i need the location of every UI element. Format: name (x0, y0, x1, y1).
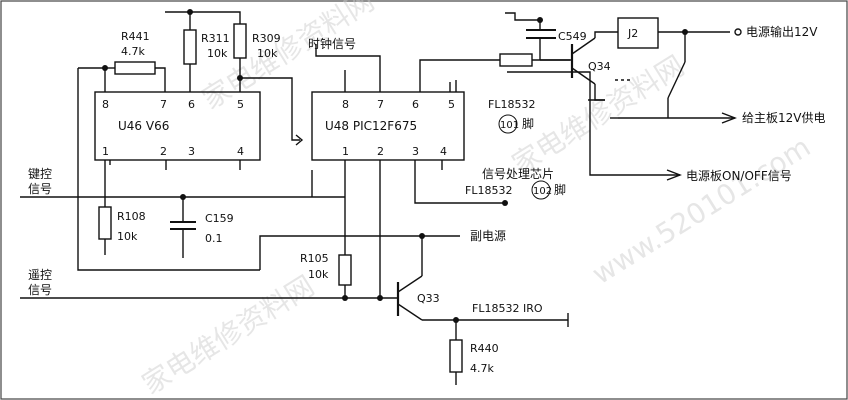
u46-pin-8: 8 (102, 98, 109, 111)
r309-ref: R309 (252, 32, 281, 45)
q34-base-resistor (499, 53, 533, 67)
aux-power-label: 副电源 (470, 229, 506, 243)
r108-ref: R108 (117, 210, 146, 223)
key-signal-label-1: 键控 (28, 167, 52, 181)
junctions (102, 9, 688, 323)
u48-pin-numbers: 8 7 6 5 1 2 3 4 (342, 98, 455, 158)
signal-chip-label: 信号处理芯片 (482, 167, 554, 181)
r311-resistor (183, 29, 197, 65)
u46-pin-2: 2 (160, 145, 167, 158)
u48-pin-7: 7 (377, 98, 384, 111)
main-board-label: 给主板12V供电 (742, 111, 825, 125)
c159-ref: C159 (205, 212, 234, 225)
j2-ref: J2 (627, 27, 638, 40)
power-out-label: 电源输出12V (746, 24, 818, 39)
r105-ref: R105 (300, 252, 329, 265)
fl-102-suffix: 脚 (554, 182, 566, 197)
q34-ref: Q34 (588, 60, 611, 73)
u46-pin-5: 5 (237, 98, 244, 111)
q33-ref: Q33 (417, 292, 440, 305)
component-labels: R441 4.7k R311 10k R309 10k R108 10k C15… (117, 27, 638, 375)
u48-pin-5: 5 (448, 98, 455, 111)
r440-value: 4.7k (470, 362, 494, 375)
fl-101-label: FL18532 (488, 98, 535, 111)
r441-value: 4.7k (121, 45, 145, 58)
u48-pin-3: 3 (412, 145, 419, 158)
watermark-text-3: 家电维修资料网 (136, 269, 320, 400)
c549-ref: C549 (558, 30, 587, 43)
u46-pin-3: 3 (188, 145, 195, 158)
u46-chip-outline (94, 91, 261, 161)
r105-resistor (338, 254, 352, 286)
r440-ref: R440 (470, 342, 499, 355)
fl-iro-label: FL18532 IRO (472, 302, 543, 315)
remote-signal-label-1: 遥控 (28, 268, 52, 282)
c159-value: 0.1 (205, 232, 223, 245)
r441-ref: R441 (121, 30, 150, 43)
u48-pin-6: 6 (412, 98, 419, 111)
r309-resistor (233, 23, 247, 59)
remote-signal-label-2: 信号 (28, 283, 52, 297)
fl-102-label: FL18532 (465, 184, 512, 197)
r440-resistor (449, 339, 463, 373)
r311-value: 10k (207, 47, 228, 60)
u48-pin-8: 8 (342, 98, 349, 111)
r105-value: 10k (308, 268, 329, 281)
top-rail (165, 11, 241, 24)
u48-pin-2: 2 (377, 145, 384, 158)
r309-value: 10k (257, 47, 278, 60)
fl-101-suffix: 脚 (522, 116, 534, 131)
u46-pin-4: 4 (237, 145, 244, 158)
r108-value: 10k (117, 230, 138, 243)
key-signal-label-2: 信号 (28, 182, 52, 196)
r311-ref: R311 (201, 32, 230, 45)
u46-pin-6: 6 (188, 98, 195, 111)
u46-label: U46 V66 (118, 119, 169, 133)
u48-pin-1: 1 (342, 145, 349, 158)
signal-labels: 时钟信号 键控 信号 遥控 信号 FL18532 101 脚 信号处理芯片 FL… (28, 24, 825, 315)
wiring (20, 11, 742, 385)
fl-101-pin: 101 (500, 120, 519, 131)
fl-102-pin: 102 (533, 186, 552, 197)
j2-relay-box (617, 17, 659, 49)
u46-pin-1: 1 (102, 145, 109, 158)
r441-resistor (114, 61, 156, 75)
watermark-url: www.520101.com (586, 130, 816, 291)
u46-pin-7: 7 (160, 98, 167, 111)
u48-chip-outline (311, 91, 465, 161)
r108-resistor (98, 206, 112, 240)
u48-pin-4: 4 (440, 145, 447, 158)
u48-label: U48 PIC12F675 (325, 119, 417, 133)
u46-pin-numbers: 8 7 6 5 1 2 3 4 (102, 98, 244, 158)
onoff-label: 电源板ON/OFF信号 (686, 169, 792, 183)
clock-signal-label: 时钟信号 (308, 36, 356, 51)
